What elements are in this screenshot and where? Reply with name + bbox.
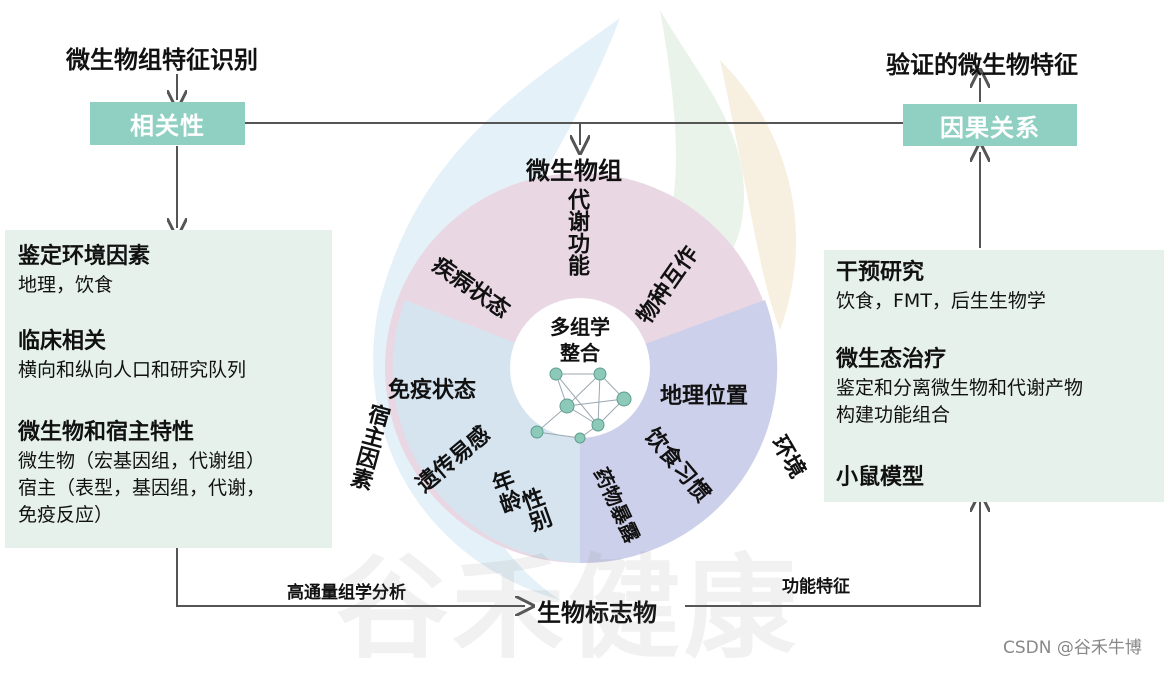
microecology-therapy-section: 微生态治疗 鉴定和分离微生物和代谢产物 构建功能组合	[836, 345, 1083, 429]
section-heading: 鉴定环境因素	[18, 242, 150, 272]
csdn-credit: CSDN @谷禾牛博	[1003, 633, 1142, 658]
clinical-section: 临床相关 横向和纵向人口和研究队列	[18, 327, 246, 384]
watermark: 谷禾健康	[336, 518, 800, 680]
intervention-section: 干预研究 饮食，FMT，后生生物学	[836, 258, 1046, 315]
section-line: 地理，饮食	[18, 272, 150, 299]
section-heading: 干预研究	[836, 258, 1046, 288]
section-heading: 微生态治疗	[836, 345, 1083, 375]
section-heading: 微生物和宿主特性	[18, 418, 265, 448]
immune-state-label: 免疫状态	[388, 372, 476, 404]
env-factors-section: 鉴定环境因素 地理，饮食	[18, 242, 150, 299]
section-line: 鉴定和分离微生物和代谢产物	[836, 375, 1083, 402]
geo-location-label: 地理位置	[660, 378, 748, 410]
right-panel: 干预研究 饮食，FMT，后生生物学 微生态治疗 鉴定和分离微生物和代谢产物 构建…	[824, 250, 1164, 502]
microbe-host-section: 微生物和宿主特性 微生物（宏基因组，代谢组） 宿主（表型，基因组，代谢， 免疫反…	[18, 418, 265, 529]
center-line-2: 整合	[544, 340, 616, 366]
section-line: 横向和纵向人口和研究队列	[18, 357, 246, 384]
left-panel: 鉴定环境因素 地理，饮食 临床相关 横向和纵向人口和研究队列 微生物和宿主特性 …	[5, 230, 332, 548]
microbiome-label: 微生物组	[526, 151, 622, 186]
microbiome-feature-identification-title: 微生物组特征识别	[66, 40, 258, 75]
section-heading: 小鼠模型	[836, 463, 924, 493]
section-line: 宿主（表型，基因组，代谢，	[18, 475, 265, 502]
mouse-model-section: 小鼠模型	[836, 463, 924, 493]
section-line: 免疫反应）	[18, 502, 265, 529]
section-line: 构建功能组合	[836, 402, 1083, 429]
section-line: 微生物（宏基因组，代谢组）	[18, 448, 265, 475]
causation-box: 因果关系	[903, 104, 1077, 146]
section-line: 饮食，FMT，后生生物学	[836, 288, 1046, 315]
validated-feature-title: 验证的微生物特征	[886, 45, 1078, 80]
section-heading: 临床相关	[18, 327, 246, 357]
center-line-1: 多组学	[544, 314, 616, 340]
correlation-box: 相关性	[90, 102, 245, 145]
metabolic-function-label: 代谢功能	[560, 188, 592, 276]
multiomics-center: 多组学 整合	[544, 314, 616, 366]
